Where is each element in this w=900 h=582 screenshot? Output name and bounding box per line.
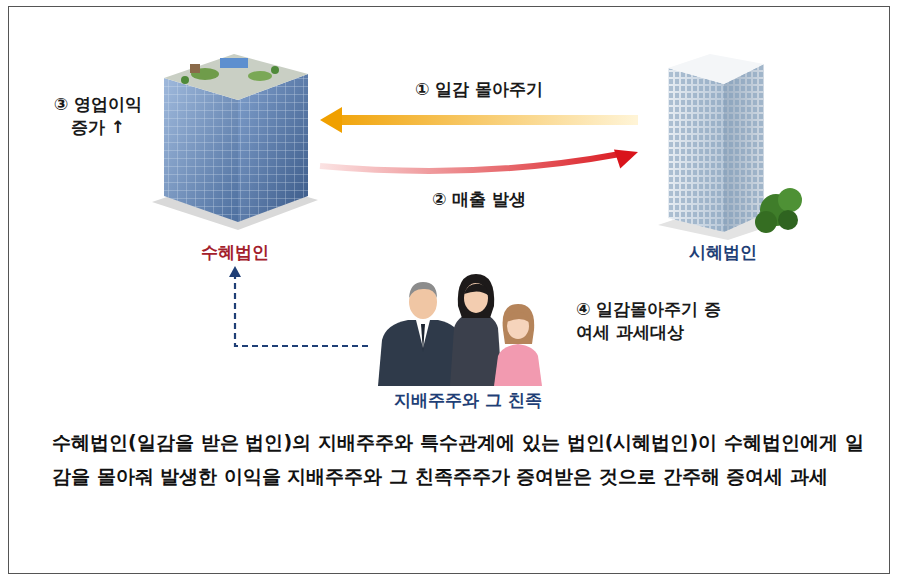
office-building [150,30,320,230]
edge-label: ① 일감 몰아주기 [412,78,546,101]
node-label: 수혜법인 [150,241,320,264]
granting-company: 시혜법인 [638,50,808,266]
arrow-head [614,149,638,168]
callout-note: ③ 영업이익 증가 ↑ [50,93,146,139]
people-figures [368,268,568,386]
work-flow-arrow [320,107,638,133]
node-label: 지배주주와 그 친족 [368,389,568,412]
controlling-shareholders: 지배주주와 그 친족 [368,268,568,414]
office-tower [638,50,808,240]
caption-text: 수혜법인(일감을 받은 법인)의 지배주주와 특수관계에 있는 법인(시혜법인)… [52,426,864,494]
arrow-head [320,107,342,133]
sales-arrow [320,149,638,170]
callout-note: ④ 일감몰아주기 증여세 과세대상 [576,298,736,344]
edge-label: ② 매출 발생 [429,188,529,211]
dashed-arrow [229,266,368,346]
arrow-head [229,266,241,277]
beneficiary-company: 수혜법인 [150,30,320,266]
node-label: 시혜법인 [638,241,808,264]
